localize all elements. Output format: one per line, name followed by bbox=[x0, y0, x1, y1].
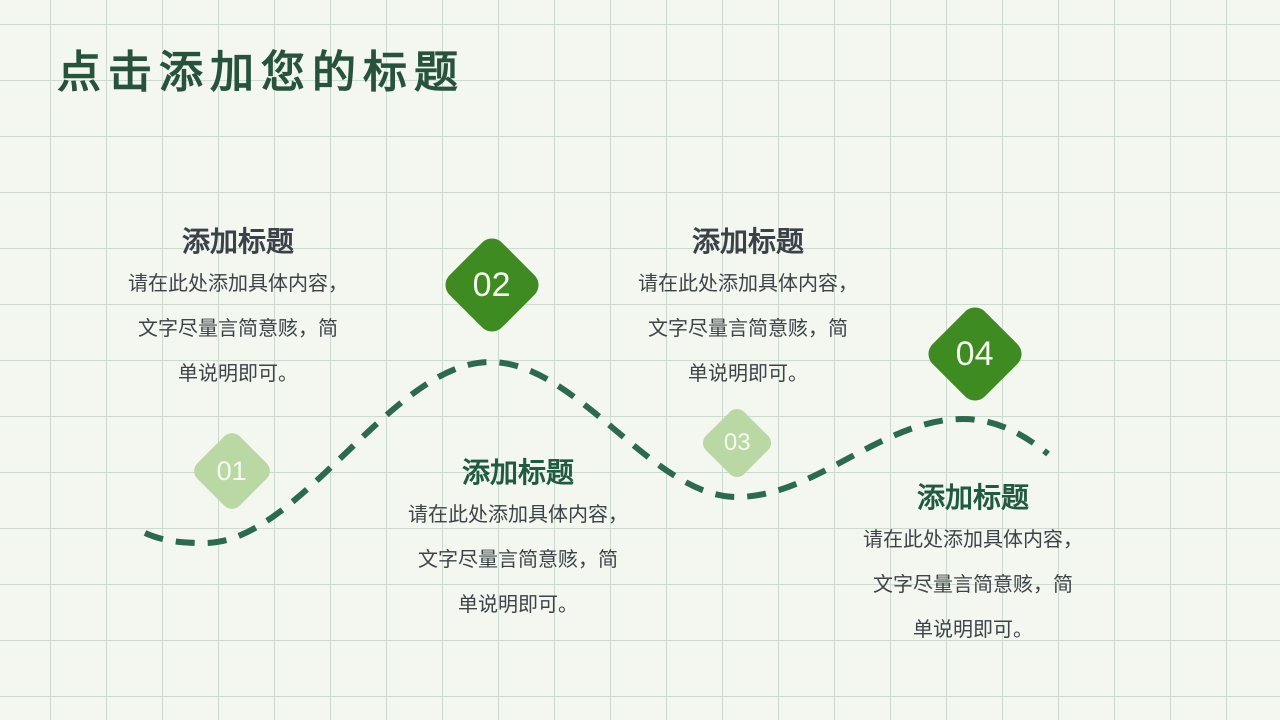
step-03-heading: 添加标题 bbox=[461, 457, 574, 488]
step-02-body: 请在此处添加具体内容， 文字尽量言简意赅，简 单说明即可。 bbox=[608, 262, 888, 397]
step-01-heading: 添加标题 bbox=[181, 226, 294, 257]
step-04-heading: 添加标题 bbox=[916, 482, 1029, 513]
step-01-body: 请在此处添加具体内容， 文字尽量言简意赅，简 单说明即可。 bbox=[98, 262, 378, 397]
body-line: 文字尽量言简意赅，简 bbox=[418, 549, 618, 571]
step-02-text-placeholder[interactable]: 添加标题 请在此处添加具体内容， 文字尽量言简意赅，简 单说明即可。 bbox=[608, 222, 888, 397]
step-03-text-placeholder[interactable]: 添加标题 请在此处添加具体内容， 文字尽量言简意赅，简 单说明即可。 bbox=[378, 453, 658, 628]
step-02-diamond[interactable]: 02 bbox=[439, 232, 545, 338]
step-04-text-placeholder[interactable]: 添加标题 请在此处添加具体内容， 文字尽量言简意赅，简 单说明即可。 bbox=[833, 478, 1113, 653]
step-03-diamond[interactable]: 03 bbox=[698, 404, 776, 482]
body-line: 单说明即可。 bbox=[178, 363, 298, 385]
body-line: 单说明即可。 bbox=[688, 363, 808, 385]
step-01-diamond[interactable]: 01 bbox=[189, 428, 275, 514]
body-line: 文字尽量言简意赅，简 bbox=[648, 318, 848, 340]
body-line: 请在此处添加具体内容， bbox=[128, 273, 348, 295]
step-02-number: 02 bbox=[473, 265, 511, 304]
step-02-heading: 添加标题 bbox=[691, 226, 804, 257]
step-04-diamond[interactable]: 04 bbox=[922, 301, 1028, 407]
body-line: 请在此处添加具体内容， bbox=[408, 504, 628, 526]
slide-title-placeholder[interactable]: 点击添加您的标题 bbox=[57, 48, 465, 97]
step-01-number: 01 bbox=[216, 455, 248, 486]
body-line: 文字尽量言简意赅，简 bbox=[873, 574, 1073, 596]
body-line: 单说明即可。 bbox=[913, 619, 1033, 641]
body-line: 请在此处添加具体内容， bbox=[638, 273, 858, 295]
step-03-number: 03 bbox=[723, 428, 751, 456]
body-line: 单说明即可。 bbox=[458, 594, 578, 616]
step-03-body: 请在此处添加具体内容， 文字尽量言简意赅，简 单说明即可。 bbox=[378, 493, 658, 628]
body-line: 请在此处添加具体内容， bbox=[863, 529, 1083, 551]
body-line: 文字尽量言简意赅，简 bbox=[138, 318, 338, 340]
step-04-body: 请在此处添加具体内容， 文字尽量言简意赅，简 单说明即可。 bbox=[833, 518, 1113, 653]
step-04-number: 04 bbox=[956, 334, 994, 373]
step-01-text-placeholder[interactable]: 添加标题 请在此处添加具体内容， 文字尽量言简意赅，简 单说明即可。 bbox=[98, 222, 378, 397]
